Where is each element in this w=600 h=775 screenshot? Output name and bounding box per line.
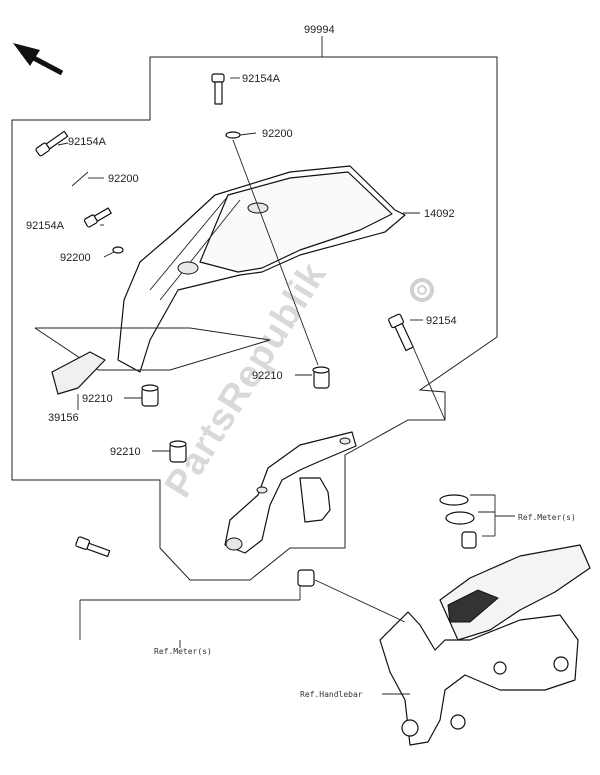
label-collar-left-a: 92210	[82, 393, 113, 405]
label-bolt-right: 92154	[426, 315, 457, 327]
windshield-part	[117, 165, 406, 373]
bracket-part	[224, 431, 357, 554]
bolt-mid-part	[83, 207, 112, 228]
meter-ref-parts	[439, 494, 515, 549]
bolt-left-part	[35, 130, 69, 157]
bolt-right-part	[388, 313, 414, 352]
collar-left-b-part	[169, 440, 187, 463]
front-arrow-icon	[13, 43, 64, 76]
lower-bolt-part	[75, 536, 111, 558]
washer-mid-part	[112, 246, 124, 254]
collar-right-part	[312, 366, 330, 389]
label-99994: 99994	[304, 24, 335, 36]
lower-collar-part	[297, 569, 315, 587]
gear-icon	[410, 278, 434, 302]
leader-lines	[57, 77, 446, 695]
label-pad: 39156	[48, 412, 79, 424]
label-collar-left-b: 92210	[110, 446, 141, 458]
label-washer-top: 92200	[262, 128, 293, 140]
label-ref-meter-bottom: Ref.Meter(s)	[154, 647, 212, 656]
part-labels: 99994 92154A 92200 92154A 92200 92154A 9…	[26, 24, 576, 699]
assembly-frame	[11, 56, 498, 581]
label-bolt-left: 92154A	[68, 136, 107, 148]
label-windshield: 14092	[424, 208, 455, 220]
pad-part	[51, 351, 106, 395]
label-washer-left: 92200	[108, 173, 139, 185]
washer-top-part	[225, 131, 241, 139]
label-washer-mid: 92200	[60, 252, 91, 264]
meter-housing-part	[379, 544, 591, 746]
washer-left-part	[71, 171, 89, 187]
label-ref-meter-right: Ref.Meter(s)	[518, 513, 576, 522]
bolt-top-part	[211, 73, 225, 105]
collar-left-a-part	[141, 384, 159, 407]
label-collar-right: 92210	[252, 370, 283, 382]
label-bolt-mid: 92154A	[26, 220, 65, 232]
label-ref-handlebar: Ref.Handlebar	[300, 690, 363, 699]
label-bolt-top: 92154A	[242, 73, 281, 85]
watermark-text: PartsRepublik	[157, 255, 335, 505]
